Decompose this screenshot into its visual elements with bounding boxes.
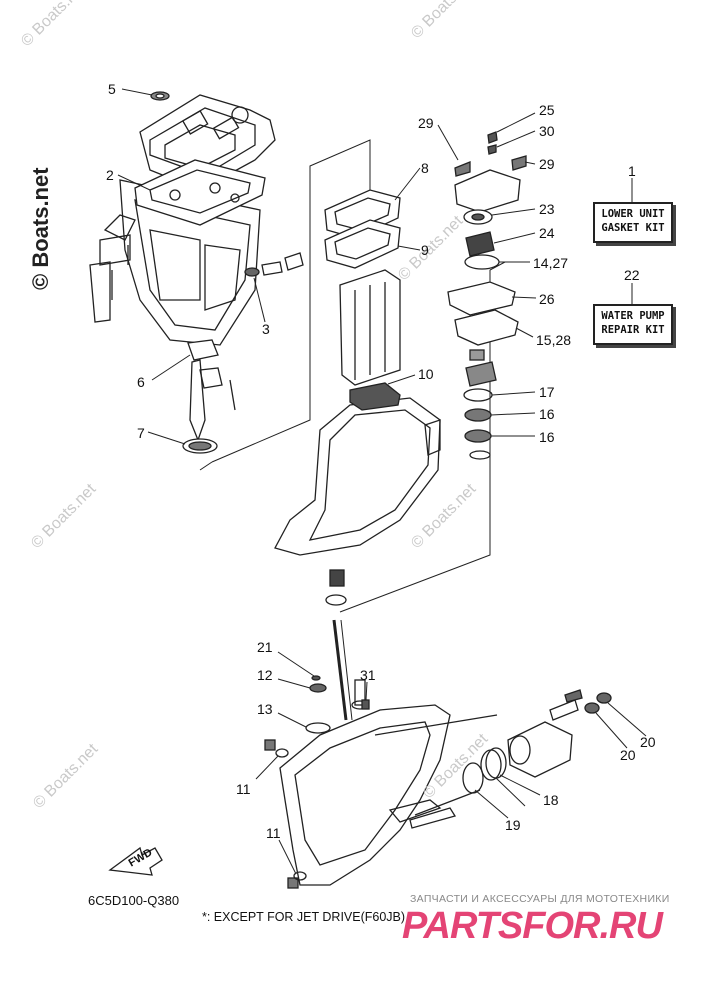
- callout-7: 7: [137, 425, 145, 441]
- brand-tagline: ЗАПЧАСТИ И АКСЕССУАРЫ ДЛЯ МОТОТЕХНИКИ: [410, 893, 670, 905]
- bearing-housing: [507, 689, 612, 778]
- kit-line: GASKET KIT: [601, 222, 665, 234]
- impeller-small: [325, 569, 347, 606]
- callout-12: 12: [257, 667, 273, 683]
- callout-21: 21: [257, 639, 273, 655]
- callout-29: 29: [539, 156, 555, 172]
- callout-6: 6: [137, 374, 145, 390]
- callout-24: 24: [539, 225, 555, 241]
- callout-19: 19: [505, 817, 521, 833]
- gasket-2: [134, 159, 266, 226]
- callout-5: 5: [108, 81, 116, 97]
- diagram-code: 6C5D100-Q380: [88, 893, 180, 908]
- side-watermark: © Boats.net: [28, 167, 53, 290]
- callout-16: 16: [539, 429, 555, 445]
- seal-5: [150, 91, 170, 101]
- gear-case: [279, 619, 457, 886]
- water-pump-parts: [447, 131, 527, 460]
- callout-11: 11: [236, 781, 251, 797]
- callout-15-28: 15,28: [536, 332, 572, 348]
- callout-26: 26: [539, 291, 555, 307]
- footnote: *: EXCEPT FOR JET DRIVE(F60JB): [202, 910, 406, 924]
- callout-11: 11: [266, 825, 281, 841]
- callout-29: 29: [418, 115, 434, 131]
- callout-3: 3: [262, 321, 270, 337]
- callout-25: 25: [539, 102, 555, 118]
- callout-8: 8: [421, 160, 429, 176]
- kit-line: LOWER UNIT: [601, 208, 665, 220]
- callout-23: 23: [539, 201, 555, 217]
- drive-shaft-housing: [274, 382, 441, 556]
- callout-17: 17: [539, 384, 555, 400]
- callout-31: 31: [360, 667, 376, 683]
- callout-13: 13: [257, 701, 273, 717]
- callout-20: 20: [620, 747, 636, 763]
- fwd-arrow-shape: [108, 846, 163, 876]
- callout-16: 16: [539, 406, 555, 422]
- leader-lines: [117, 88, 647, 875]
- water-pump-repair-kit-box: WATER PUMP REPAIR KIT: [593, 304, 673, 345]
- callout-9: 9: [421, 242, 429, 258]
- callout-30: 30: [539, 123, 555, 139]
- washers: [305, 675, 370, 734]
- callout-2: 2: [106, 167, 114, 183]
- gasket-8: [324, 189, 401, 239]
- seal-3: [244, 252, 304, 277]
- exhaust-guide: [339, 269, 401, 386]
- callout-22: 22: [624, 267, 640, 283]
- kit-line: REPAIR KIT: [601, 324, 665, 336]
- brand-logo: PARTSFOR.RU: [402, 905, 663, 947]
- seal-7: [182, 438, 218, 454]
- callout-1: 1: [628, 163, 636, 179]
- upper-casing: [89, 94, 276, 346]
- kit-leaders: [199, 461, 213, 471]
- callout-10: 10: [418, 366, 434, 382]
- gasket-9: [324, 219, 401, 269]
- gasket-6: [187, 339, 236, 442]
- plugs: [264, 739, 307, 889]
- callout-14-27: 14,27: [533, 255, 569, 271]
- kit-line: WATER PUMP: [601, 310, 665, 322]
- callout-20: 20: [640, 734, 656, 750]
- callout-18: 18: [543, 792, 559, 808]
- lower-unit-gasket-kit-box: LOWER UNIT GASKET KIT: [593, 202, 673, 243]
